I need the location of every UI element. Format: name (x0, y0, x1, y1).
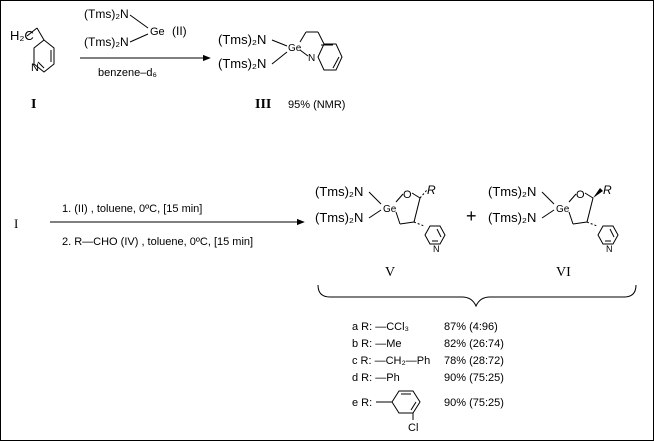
tms2n-label: (Tms)₂N (488, 210, 536, 225)
tms2n-label: (Tms)₂N (488, 184, 536, 199)
label-V: V (385, 265, 395, 280)
ring-R-label: R (603, 183, 612, 197)
ring-N-label: N (31, 62, 39, 74)
vinyl-label: H₂C (10, 28, 34, 43)
tms2n-label: (Tms)₂N (218, 56, 266, 71)
solvent-label: benzene–d₆ (98, 67, 157, 79)
label-I: I (31, 97, 36, 112)
tms2n-label: (Tms)₂N (315, 210, 363, 225)
ring-N-label: N (606, 244, 613, 254)
compound-I-structure: H₂C N (10, 27, 55, 74)
ring-N-label: N (308, 53, 315, 64)
tms2n-label: (Tms)₂N (315, 184, 363, 199)
label-III: III (255, 97, 271, 112)
plus-sign: + (466, 206, 477, 226)
ge-label: Ge (556, 204, 570, 215)
row-e-substituent: e R: (352, 397, 372, 409)
row-d-yield: 90% (75:25) (444, 372, 504, 384)
ring-O-label: O (403, 189, 412, 201)
ge-label: Ge (383, 204, 397, 215)
tms2n-label: (Tms)₂N (84, 35, 129, 49)
row-a-substituent: a R: —CCl₃ (352, 321, 409, 333)
ring-O-label: O (576, 189, 585, 201)
row-b-yield: 82% (26:74) (444, 338, 504, 350)
row-d-substituent: d R: —Ph (352, 372, 400, 384)
ring-N-label: N (433, 244, 440, 254)
row-e-yield: 90% (75:25) (444, 397, 504, 409)
row-a-yield: 87% (4:96) (444, 321, 498, 333)
reagent-II-label: (II) (172, 24, 187, 38)
row-c-yield: 78% (28:72) (444, 355, 504, 367)
yield-III: 95% (NMR) (288, 99, 345, 111)
compound-III-structure: (Tms)₂N (Tms)₂N Ge N (218, 31, 343, 71)
step-2: 2. R—CHO (IV) , toluene, 0ºC, [15 min] (62, 236, 253, 248)
row-c-substituent: c R: —CH₂—Ph (352, 355, 430, 367)
tms2n-label: (Tms)₂N (84, 7, 129, 21)
ge-label: Ge (150, 26, 165, 38)
chloro-label: Cl (408, 422, 418, 434)
product-VI-structure: (Tms)₂N (Tms)₂N Ge O R N (488, 183, 619, 254)
ge-label: Ge (288, 43, 302, 54)
grouping-brace (317, 284, 637, 308)
substituent-table: a R: —CCl₃ 87% (4:96) b R: —Me 82% (26:7… (352, 321, 504, 409)
row-b-substituent: b R: —Me (352, 338, 402, 350)
product-V-structure: (Tms)₂N (Tms)₂N Ge O R N (315, 183, 446, 254)
ring-R-label: R (427, 183, 436, 197)
label-VI: VI (556, 265, 571, 280)
reagent-II: (Tms)₂N (Tms)₂N Ge (II) (84, 7, 187, 49)
start-ref-I: I (14, 216, 18, 231)
tms2n-label: (Tms)₂N (218, 32, 266, 47)
step-1: 1. (II) , toluene, 0ºC, [15 min] (62, 203, 202, 215)
chlorophenyl-structure: Cl (376, 390, 421, 434)
